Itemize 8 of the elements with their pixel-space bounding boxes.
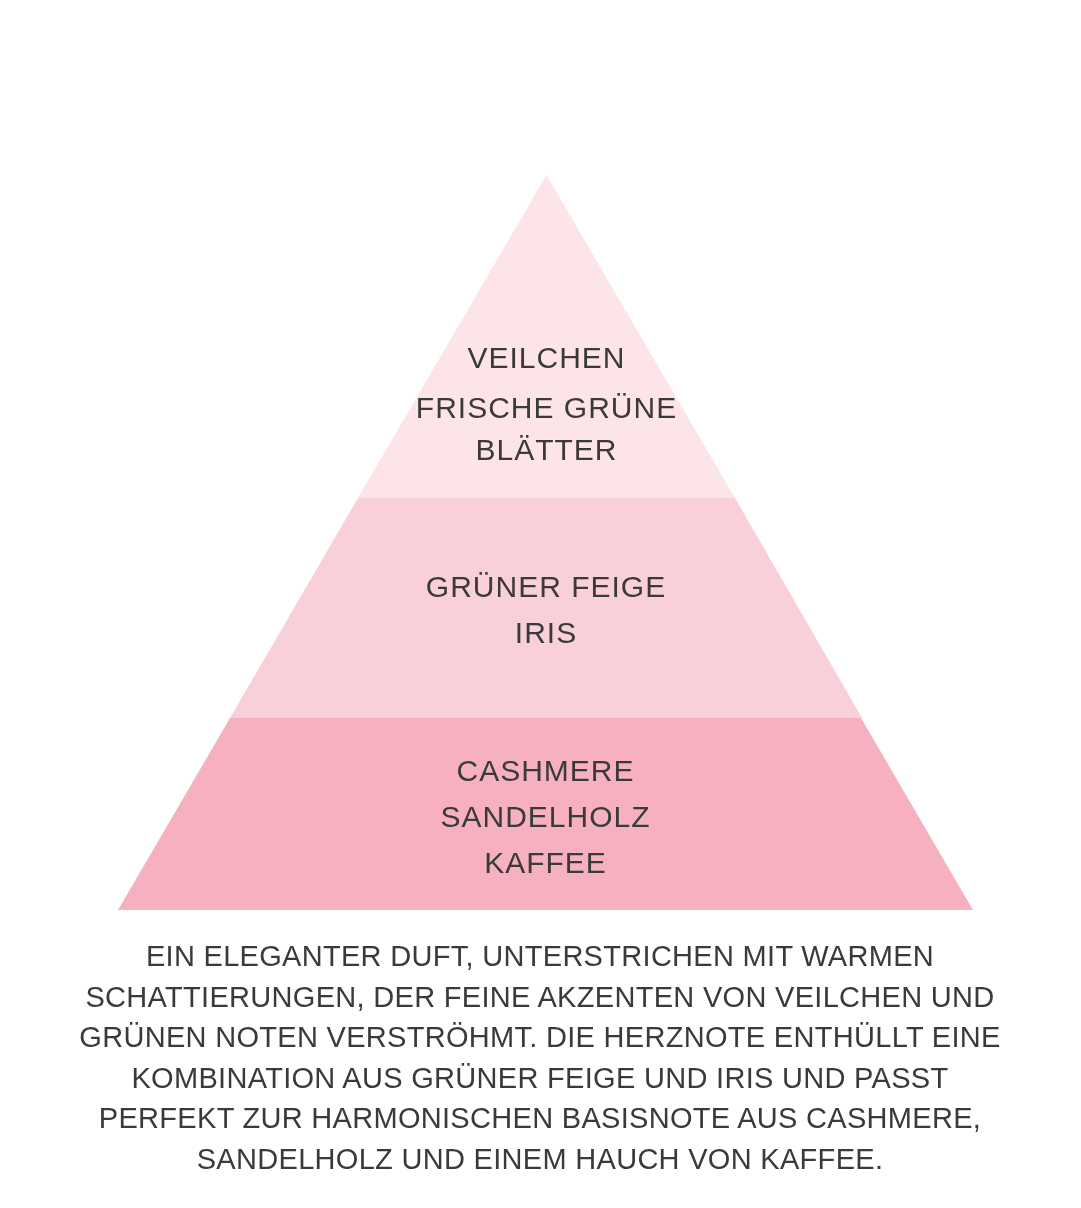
note-text: FRISCHE GRÜNE BLÄTTER — [414, 390, 679, 468]
note-text: SANDELHOLZ — [440, 799, 651, 835]
note-text: GRÜNER FEIGE — [425, 569, 667, 605]
note-text: IRIS — [514, 615, 578, 651]
description-paragraph: EIN ELEGANTER DUFT, UNTERSTRICHEN MIT WARMEN SCHATTIERUNGEN, DER FEINE AKZENTEN VON VEILCHEN UND GRÜNEN NOTEN VERSTRÖHMT. DIE HERZNOTE ENTHÜLLT EINE KOMBINATION AUS GRÜNER FEIGE UND IRIS UND PASST PERFEKT ZUR HARMONISCHEN BASISNOTE AUS CASHMERE, SANDELHOLZ UND EINEM HAUCH VON KAFFEE. — [78, 939, 1002, 1177]
note-text: KAFFEE — [484, 845, 607, 881]
note-text: CASHMERE — [456, 753, 635, 789]
note-text: VEILCHEN — [467, 340, 626, 376]
